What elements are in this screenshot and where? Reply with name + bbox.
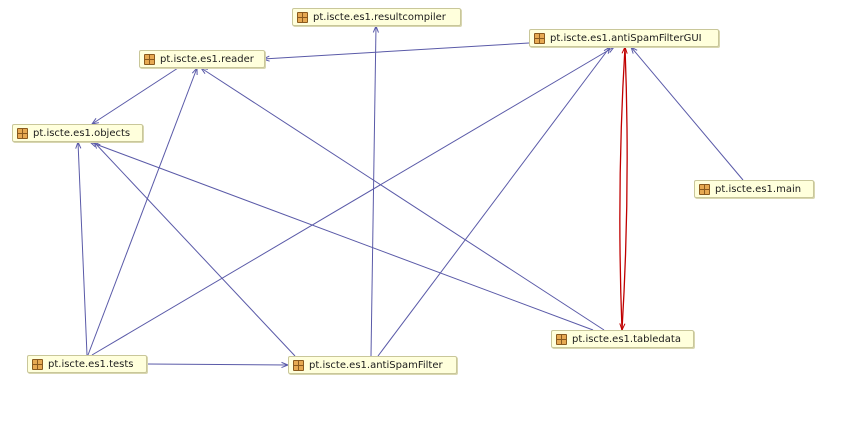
dependency-edge-tabledata-to-objects[interactable] bbox=[89, 141, 594, 331]
package-icon bbox=[297, 11, 308, 23]
dependency-edge-antispamfilter-to-antispamfiltergui[interactable] bbox=[377, 46, 611, 357]
arrowhead bbox=[75, 140, 82, 149]
package-icon bbox=[699, 183, 710, 195]
dependency-edge-antispamfilter-to-objects[interactable] bbox=[93, 141, 296, 357]
dependency-edge-tabledata-to-antispamfiltergui[interactable] bbox=[619, 46, 626, 331]
package-label: pt.iscte.es1.objects bbox=[33, 127, 131, 139]
package-node-main[interactable]: pt.iscte.es1.main bbox=[694, 180, 814, 198]
package-label: pt.iscte.es1.main bbox=[715, 183, 802, 195]
package-node-tests[interactable]: pt.iscte.es1.tests bbox=[27, 355, 147, 373]
package-icon bbox=[32, 358, 43, 370]
package-label: pt.iscte.es1.reader bbox=[160, 53, 254, 65]
dependency-edge-tests-to-reader[interactable] bbox=[87, 67, 198, 356]
dependency-edge-tests-to-antispamfiltergui[interactable] bbox=[91, 46, 615, 356]
arrowhead bbox=[191, 66, 198, 76]
package-node-objects[interactable]: pt.iscte.es1.objects bbox=[12, 124, 143, 142]
package-label: pt.iscte.es1.tabledata bbox=[572, 333, 681, 345]
arrowhead bbox=[603, 45, 611, 54]
arrowhead bbox=[621, 45, 628, 54]
arrowhead bbox=[199, 67, 208, 75]
package-node-antispamfiltergui[interactable]: pt.iscte.es1.antiSpamFilterGUI bbox=[529, 29, 719, 47]
package-label: pt.iscte.es1.tests bbox=[48, 358, 134, 370]
package-node-tabledata[interactable]: pt.iscte.es1.tabledata bbox=[551, 330, 694, 348]
package-icon bbox=[144, 53, 155, 65]
dependency-edge-reader-to-objects[interactable] bbox=[91, 67, 179, 125]
package-node-resultcompiler[interactable]: pt.iscte.es1.resultcompiler bbox=[292, 8, 461, 26]
package-node-antispamfilter[interactable]: pt.iscte.es1.antiSpamFilter bbox=[288, 356, 457, 374]
dependency-edge-antispamfiltergui-to-tabledata[interactable] bbox=[621, 46, 628, 331]
dependency-edge-antispamfilter-to-resultcompiler[interactable] bbox=[370, 25, 377, 357]
arrowhead bbox=[630, 45, 638, 54]
dependency-edge-main-to-antispamfiltergui[interactable] bbox=[630, 46, 744, 181]
package-label: pt.iscte.es1.resultcompiler bbox=[313, 11, 446, 23]
dependency-edge-antispamfiltergui-to-reader[interactable] bbox=[262, 42, 530, 60]
package-icon bbox=[534, 32, 545, 44]
package-label: pt.iscte.es1.antiSpamFilter bbox=[309, 359, 443, 371]
dependency-edge-tabledata-to-reader[interactable] bbox=[200, 67, 605, 331]
package-label: pt.iscte.es1.antiSpamFilterGUI bbox=[550, 32, 702, 44]
package-node-reader[interactable]: pt.iscte.es1.reader bbox=[139, 50, 265, 68]
package-icon bbox=[293, 359, 304, 371]
arrowhead bbox=[93, 141, 101, 149]
dependency-edge-tests-to-objects[interactable] bbox=[77, 141, 88, 356]
package-icon bbox=[17, 127, 28, 139]
package-icon bbox=[556, 333, 567, 345]
arrowhead bbox=[372, 24, 379, 33]
dependency-edge-tests-to-antispamfilter[interactable] bbox=[146, 363, 289, 366]
